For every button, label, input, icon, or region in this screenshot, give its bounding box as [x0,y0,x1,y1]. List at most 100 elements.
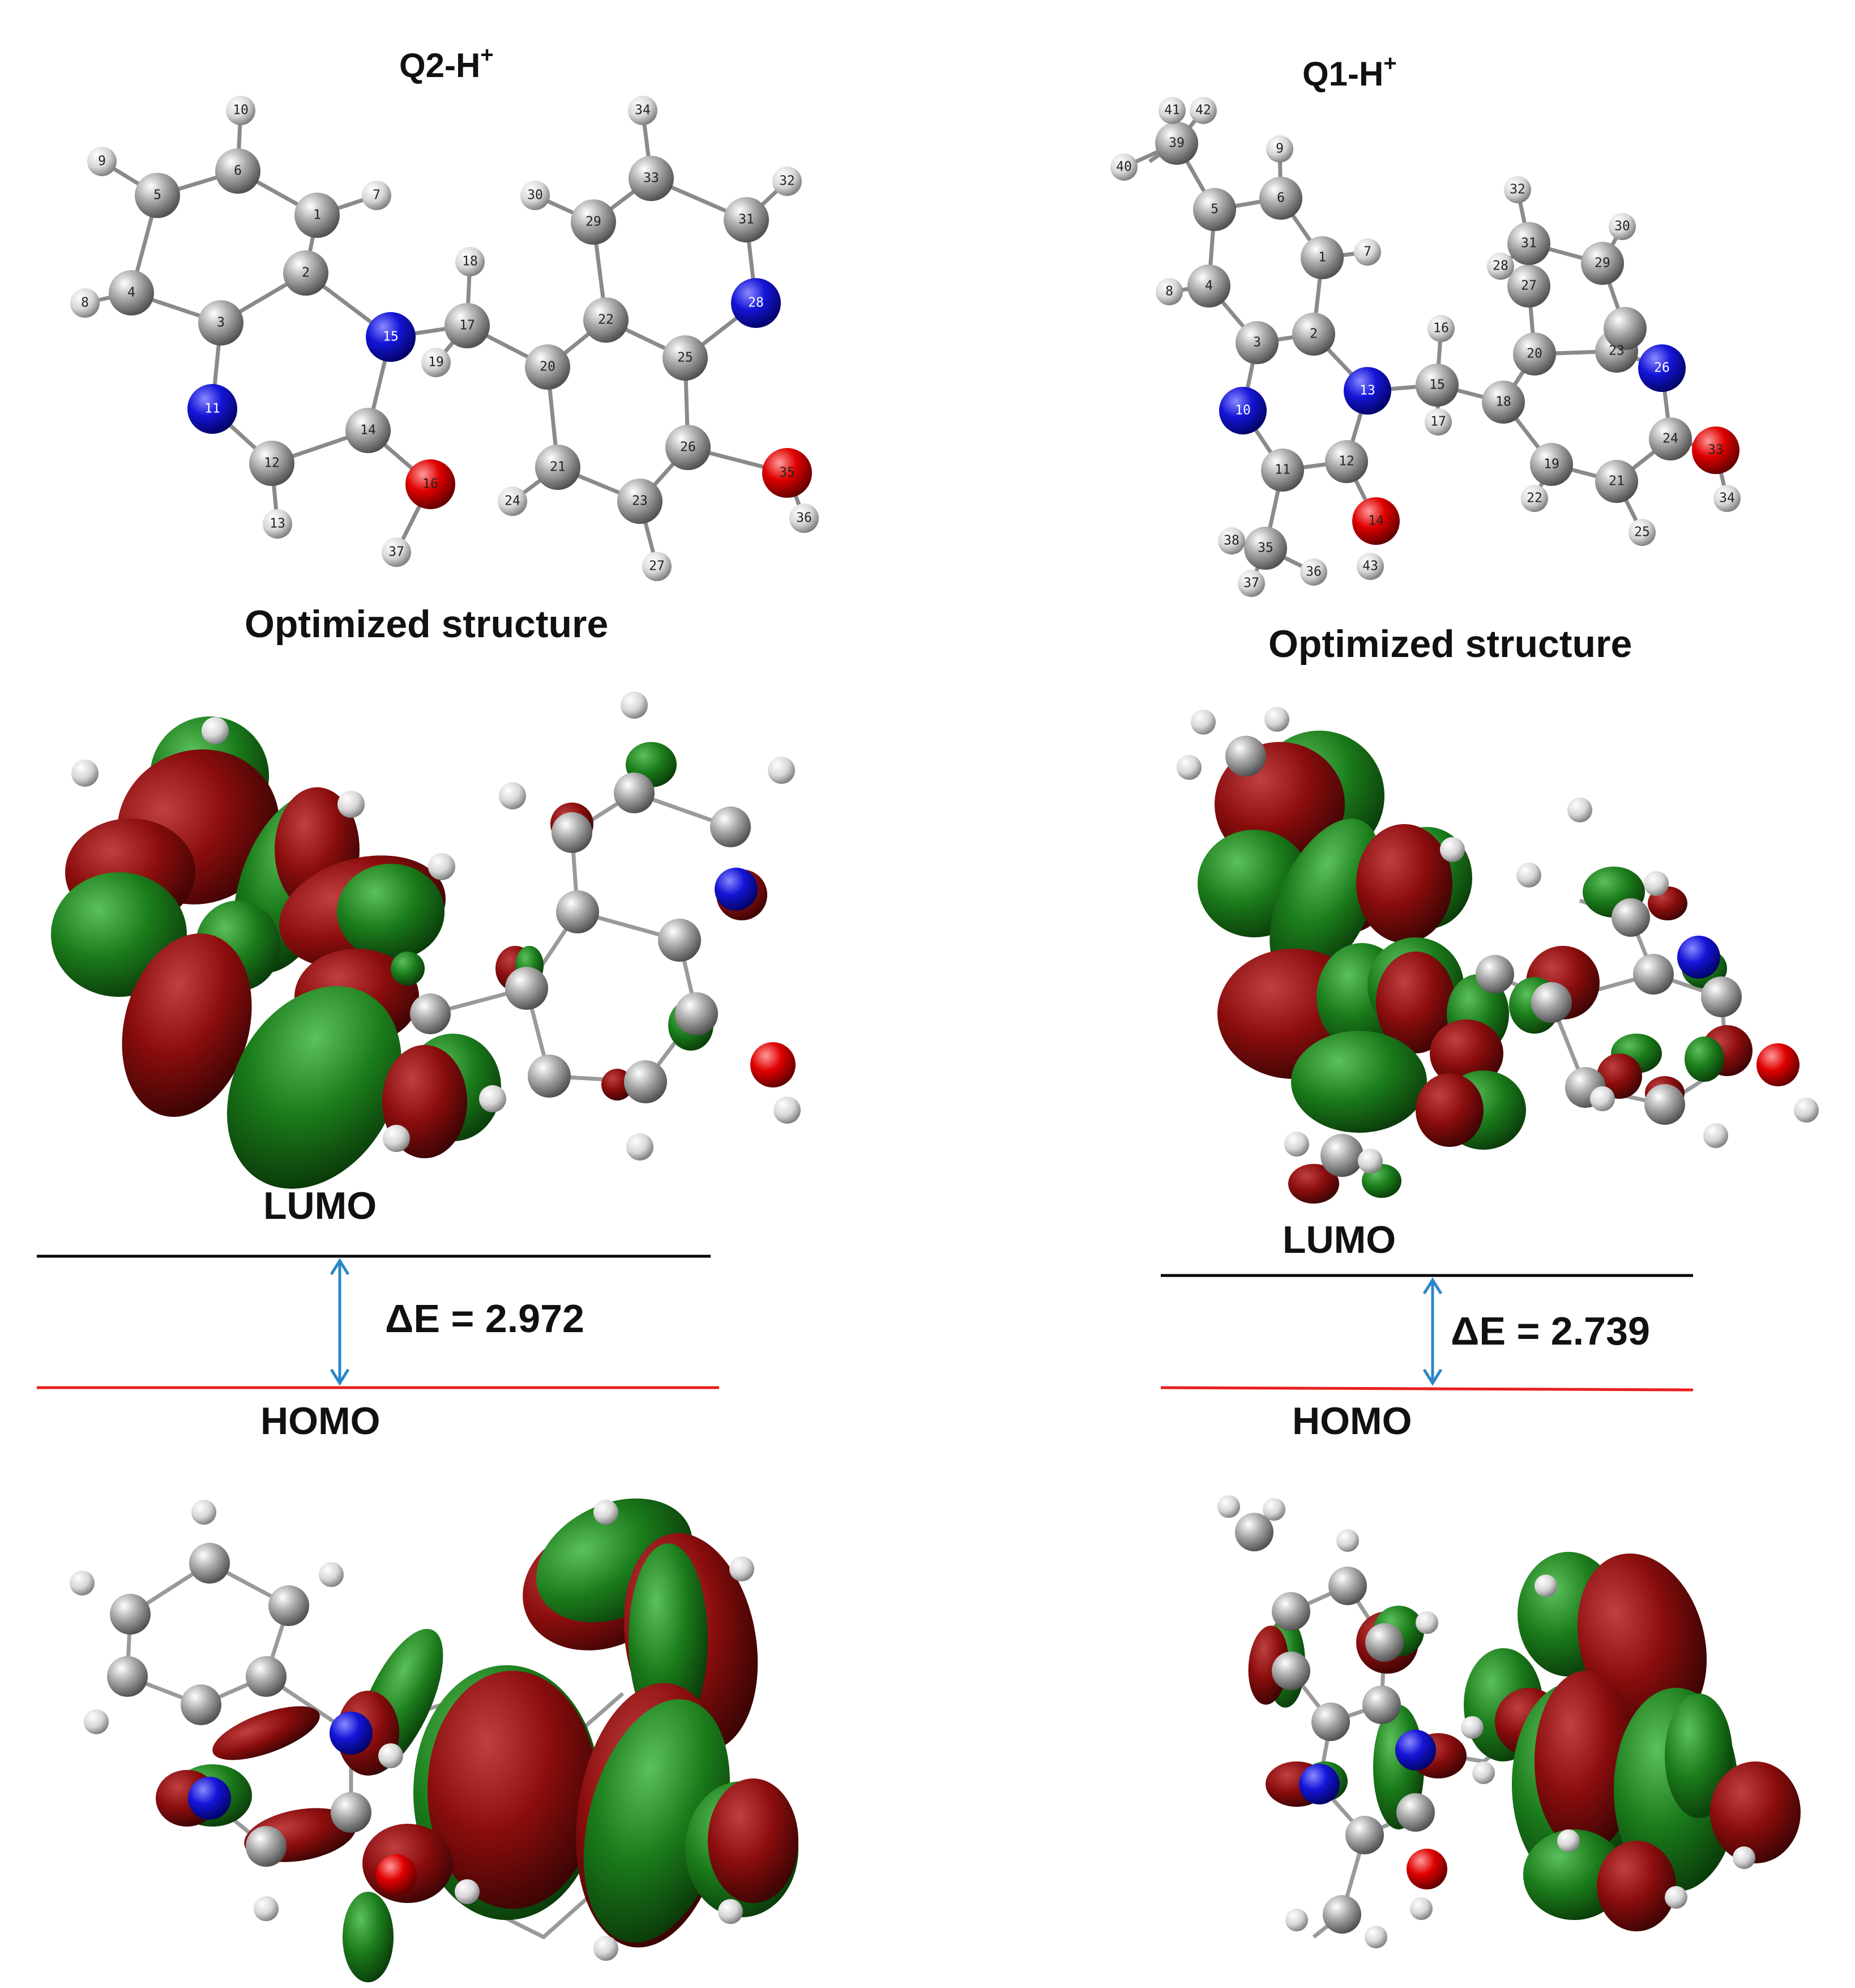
svg-text:18: 18 [1495,395,1511,409]
svg-text:2: 2 [302,266,310,280]
svg-text:6: 6 [1277,191,1285,206]
svg-text:34: 34 [1719,491,1735,506]
svg-text:33: 33 [643,171,659,186]
svg-text:21: 21 [550,460,566,475]
svg-text:12: 12 [1339,454,1354,469]
q2-atom-numbers: 1 2 3 4 5 6 7 8 9 10 11 12 13 14 15 16 1… [81,103,812,574]
q2-title: Q2-H+ [399,42,494,85]
svg-text:23: 23 [632,494,648,509]
svg-text:15: 15 [1429,378,1445,393]
q1-homo-label: HOMO [1292,1400,1412,1443]
svg-text:10: 10 [233,103,249,118]
svg-text:18: 18 [462,254,478,269]
q1-lumo-orbital [1177,707,1819,1204]
svg-text:26: 26 [680,440,696,455]
svg-text:1: 1 [313,208,321,223]
svg-text:32: 32 [779,174,795,189]
svg-text:40: 40 [1116,160,1132,174]
q1-energy-diagram [1160,1274,1694,1392]
svg-text:11: 11 [204,402,220,416]
svg-text:3: 3 [217,315,225,330]
q2-title-sup: + [480,42,494,67]
svg-text:16: 16 [422,477,438,492]
q1-title-sup: + [1383,51,1397,76]
svg-text:16: 16 [1433,321,1449,336]
svg-text:32: 32 [1510,182,1525,197]
svg-text:19: 19 [1544,457,1559,472]
q1-lumo-label: LUMO [1283,1218,1396,1261]
svg-text:25: 25 [1634,525,1650,540]
svg-text:24: 24 [505,494,520,509]
svg-text:9: 9 [98,154,106,169]
svg-text:13: 13 [1360,383,1375,398]
svg-text:11: 11 [1275,463,1290,477]
svg-text:28: 28 [1493,259,1508,274]
svg-text:17: 17 [1430,415,1446,429]
svg-text:1: 1 [1318,250,1326,265]
svg-text:35: 35 [1258,541,1273,556]
svg-text:31: 31 [738,212,754,227]
svg-text:34: 34 [635,103,651,118]
q1-gap-value: ΔE = 2.739 [1451,1309,1650,1353]
svg-text:7: 7 [1364,245,1371,259]
svg-text:3: 3 [1253,335,1261,350]
q2-gap-value: ΔE = 2.972 [385,1296,584,1341]
svg-text:27: 27 [1521,279,1537,293]
svg-text:22: 22 [598,313,614,327]
q1-title: Q1-H+ [1302,51,1397,93]
svg-text:23: 23 [1609,344,1625,359]
q2-optimized-structure: 1 2 3 4 5 6 7 8 9 10 11 12 13 14 15 16 1… [70,96,819,581]
svg-text:19: 19 [428,355,444,370]
svg-text:7: 7 [373,188,381,203]
svg-text:5: 5 [1211,202,1219,217]
svg-text:6: 6 [234,164,242,178]
svg-text:15: 15 [383,330,399,344]
svg-text:37: 37 [388,545,404,560]
svg-text:28: 28 [748,296,764,310]
svg-text:20: 20 [1527,347,1542,361]
svg-text:42: 42 [1195,103,1211,118]
svg-text:12: 12 [264,456,280,471]
svg-text:35: 35 [779,466,795,480]
q2-title-main: Q2-H [399,46,481,84]
svg-text:27: 27 [649,559,665,574]
svg-text:36: 36 [1306,565,1322,579]
svg-text:30: 30 [1614,219,1630,234]
svg-text:41: 41 [1164,103,1180,118]
svg-text:37: 37 [1243,576,1259,591]
svg-text:13: 13 [270,517,285,531]
q1-atom-numbers: 1 2 3 4 5 6 7 8 9 10 11 12 13 14 15 16 1… [1116,103,1735,591]
svg-text:22: 22 [1527,491,1542,506]
svg-text:14: 14 [1368,514,1384,528]
svg-text:9: 9 [1276,142,1284,156]
svg-text:24: 24 [1662,432,1678,446]
q1-atoms [1110,97,1741,597]
svg-text:8: 8 [81,296,89,310]
svg-text:17: 17 [459,318,475,333]
svg-text:29: 29 [585,215,601,229]
svg-text:25: 25 [677,351,693,365]
q1-homo-level-line [1160,1386,1694,1392]
q1-gap-arrow [1422,1277,1443,1386]
q2-gap-arrow [330,1258,350,1386]
svg-text:36: 36 [796,511,812,526]
svg-text:33: 33 [1708,443,1724,458]
svg-text:43: 43 [1362,559,1378,574]
svg-text:5: 5 [153,188,161,203]
svg-text:8: 8 [1165,284,1173,299]
svg-text:30: 30 [527,188,543,203]
q2-energy-diagram [37,1255,719,1389]
svg-text:4: 4 [1205,279,1213,293]
q1-optimized-structure: 1 2 3 4 5 6 7 8 9 10 11 12 13 14 15 16 1… [1110,97,1741,597]
svg-text:29: 29 [1595,256,1610,271]
q2-lumo-orbital [51,692,801,1189]
q1-homo-orbital [1217,1495,1801,1948]
q1-title-main: Q1-H [1302,55,1384,93]
svg-text:21: 21 [1609,474,1625,489]
svg-text:2: 2 [1310,327,1318,342]
svg-text:10: 10 [1235,403,1251,418]
svg-text:26: 26 [1654,361,1670,376]
q2-lumo-label: LUMO [263,1184,377,1227]
svg-text:14: 14 [360,423,376,438]
